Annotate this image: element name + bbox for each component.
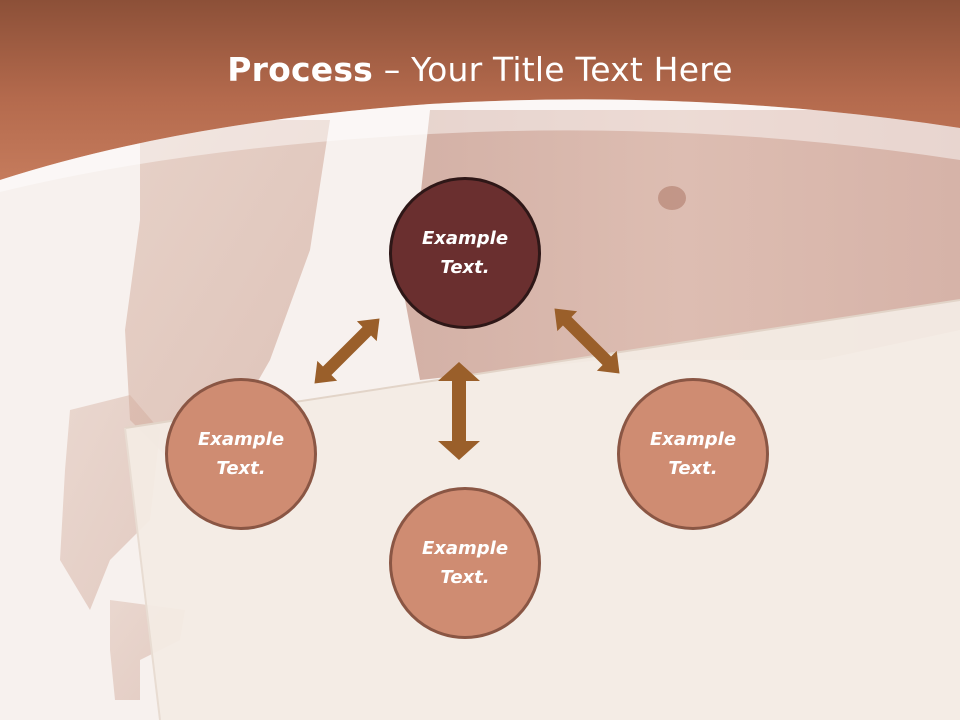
right-node: Example Text.	[617, 378, 769, 530]
bottom-node: Example Text.	[389, 487, 541, 639]
arrow-center-right	[554, 308, 620, 374]
slide-title: Process – Your Title Text Here	[0, 50, 960, 89]
title-bold: Process	[227, 50, 374, 89]
arrow-center-bottom	[438, 362, 480, 460]
navel	[658, 186, 686, 210]
left-node: Example Text.	[165, 378, 317, 530]
center-node: Example Text.	[389, 177, 541, 329]
arrow-center-left	[314, 318, 380, 384]
title-rest: – Your Title Text Here	[373, 50, 733, 89]
